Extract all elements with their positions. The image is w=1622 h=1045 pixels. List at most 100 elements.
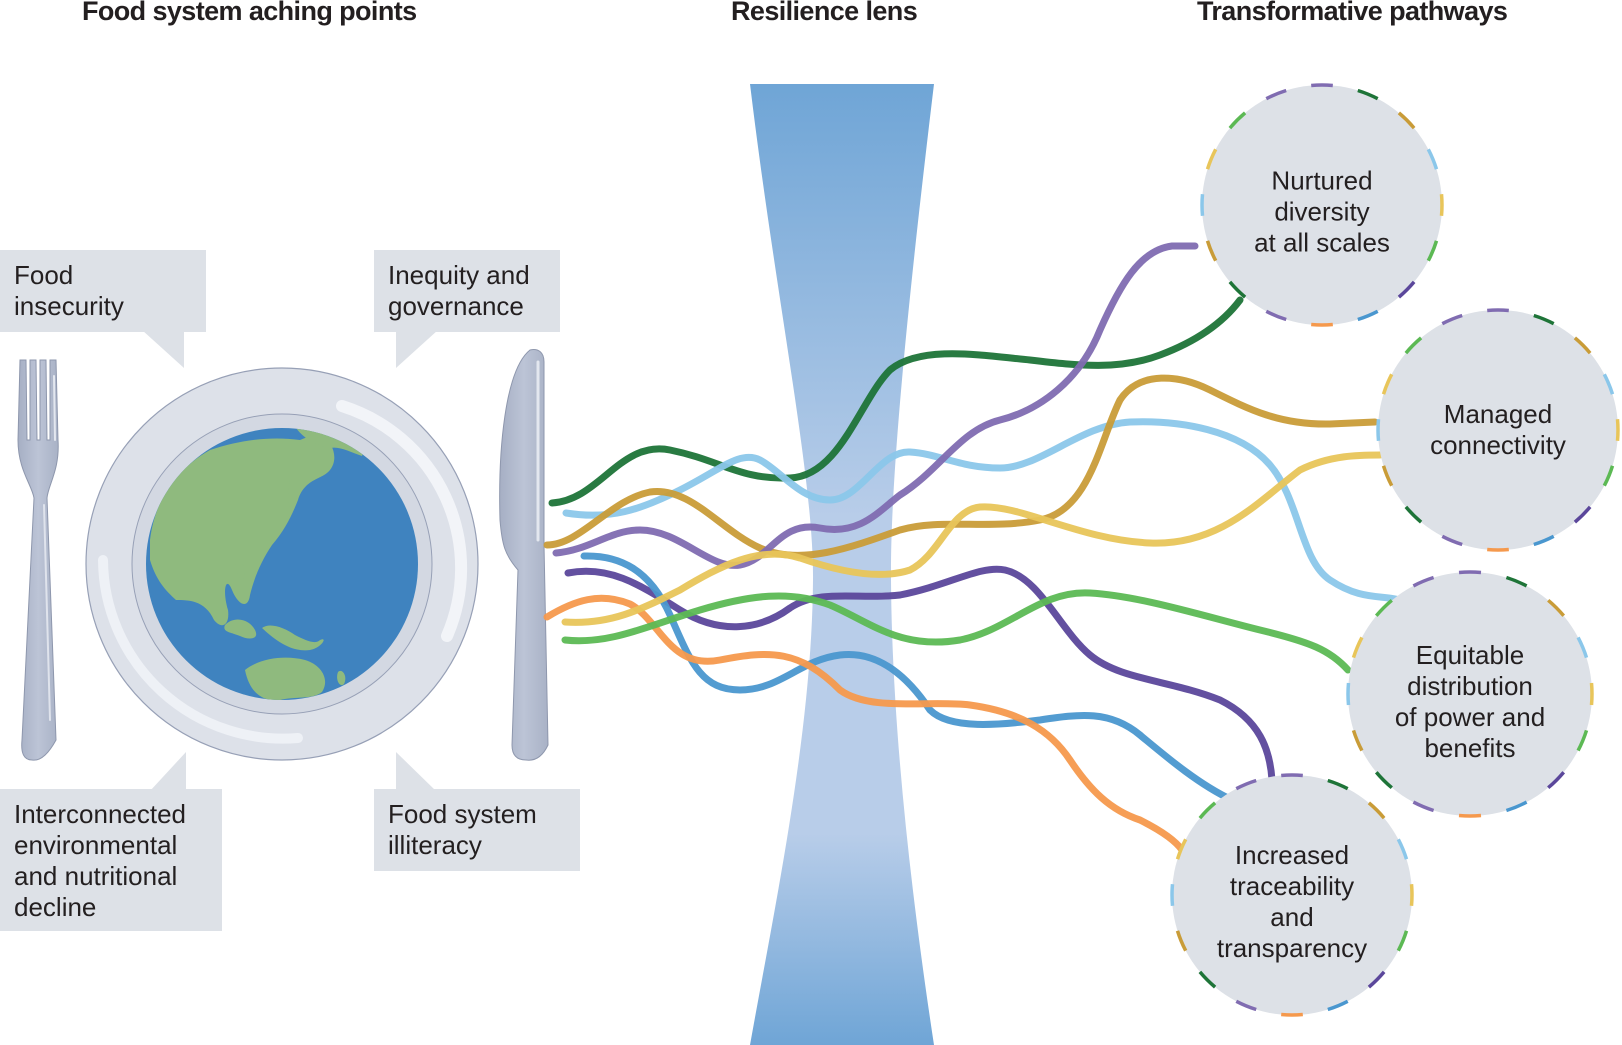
callout-line: Food — [14, 260, 74, 290]
circle-dash — [1265, 88, 1287, 101]
pathway-circle-equitable-distribution — [1346, 570, 1594, 818]
circle-dash — [1381, 373, 1394, 395]
circle-dash — [1265, 309, 1287, 322]
callout-pointer-illiteracy — [396, 752, 436, 791]
strand-lavender — [552, 242, 1199, 569]
circle-dash — [1327, 778, 1349, 791]
circle-dash — [1426, 148, 1439, 170]
pathway-line: connectivity — [1430, 430, 1566, 460]
callout-line: illiteracy — [388, 830, 482, 860]
pathway-circle-increased-traceability — [1170, 773, 1414, 1017]
callout-food-system-illiteracy: Food system illiteracy — [374, 789, 580, 871]
circle-dash — [1396, 930, 1409, 952]
pathway-line: Equitable — [1415, 640, 1525, 670]
strand-light-blue — [562, 418, 1404, 604]
circle-dash — [1505, 575, 1528, 588]
strand-blue — [580, 552, 1236, 804]
circle-dash — [1602, 373, 1615, 395]
circle-dash — [1198, 801, 1217, 820]
circle-dash — [1441, 313, 1463, 326]
circle-dash — [1441, 534, 1463, 547]
pathway-line: Nurtured — [1271, 165, 1373, 196]
pathway-circle-fill — [1348, 572, 1592, 816]
circle-dash — [1426, 240, 1439, 262]
circle-dash — [1351, 729, 1364, 752]
callout-line: insecurity — [14, 291, 124, 321]
circle-dash — [1397, 111, 1416, 130]
circle-dash — [1602, 465, 1615, 487]
pathway-line: and — [1270, 902, 1314, 932]
knife-icon — [499, 349, 549, 761]
circle-dash — [1205, 148, 1218, 170]
callout-line: Food system — [388, 799, 537, 829]
circle-dash — [1573, 505, 1592, 524]
circle-dash — [1404, 336, 1423, 355]
circle-dash — [1357, 88, 1379, 101]
strand-green — [561, 589, 1352, 674]
globe-icon — [146, 428, 418, 700]
pathway-line: transparency — [1216, 933, 1368, 963]
heading-transformative-pathways: Transformative pathways — [1197, 0, 1508, 26]
pathway-line: traceability — [1229, 871, 1355, 901]
circle-dash — [1235, 999, 1257, 1012]
pathway-line: at all scales — [1254, 227, 1390, 258]
circle-dash — [1198, 970, 1217, 989]
strand-yellow — [561, 451, 1384, 626]
pathway-circle-fill — [1172, 775, 1412, 1015]
circle-dash — [1374, 598, 1393, 617]
circle-dash — [1357, 309, 1379, 322]
circle-dash — [1228, 111, 1247, 130]
callout-food-insecurity: Food insecurity — [0, 250, 206, 332]
circle-dash — [1547, 771, 1566, 790]
pathway-line: distribution — [1407, 671, 1533, 701]
strand-orange — [543, 594, 1186, 854]
pathway-line: Managed — [1443, 399, 1553, 429]
circle-dash — [1381, 465, 1394, 487]
circle-dash — [1367, 970, 1386, 989]
callout-pointer-env-decline — [150, 752, 186, 791]
circle-dash — [1533, 313, 1555, 326]
resilience-lens — [750, 84, 934, 1045]
pathway-line: benefits — [1424, 733, 1516, 763]
circle-dash — [1175, 838, 1188, 860]
pathway-label-increased-traceability: Increased traceability and transparency — [1217, 840, 1367, 964]
pathway-circle-nurtured-diversity — [1200, 83, 1444, 327]
pathway-circle-fill — [1378, 310, 1618, 550]
heading-aching-points: Food system aching points — [82, 0, 417, 26]
pathway-label-equitable-distribution: Equitable distribution of power and bene… — [1395, 640, 1545, 764]
callout-line: decline — [14, 892, 97, 922]
circle-dash — [1205, 240, 1218, 262]
circle-dash — [1533, 534, 1555, 547]
circle-dash — [1505, 800, 1528, 813]
circle-dash — [1547, 598, 1566, 617]
callout-inequity-governance: Inequity and governance — [374, 250, 560, 332]
callout-line: Interconnected — [14, 799, 187, 829]
callout-pointer-food-insecurity — [142, 330, 184, 368]
circle-dash — [1576, 729, 1589, 752]
strands — [543, 242, 1404, 854]
strand-dark-green — [548, 296, 1244, 507]
pathway-label-managed-connectivity: Managed connectivity — [1430, 399, 1566, 461]
circle-dash — [1235, 778, 1257, 791]
circle-dash — [1351, 636, 1364, 659]
strand-dark-purple — [564, 565, 1276, 784]
circle-dash — [1367, 801, 1386, 820]
callout-line: governance — [388, 291, 524, 321]
pathway-circles — [1170, 83, 1620, 1017]
fork-icon — [17, 359, 59, 761]
circle-dash — [1228, 280, 1247, 299]
circle-dash — [1397, 280, 1416, 299]
callout-line: and nutritional — [14, 861, 178, 891]
circle-dash — [1412, 800, 1435, 813]
circle-dash — [1396, 838, 1409, 860]
pathway-circle-managed-connectivity — [1376, 308, 1620, 552]
pathway-line: Increased — [1234, 840, 1350, 870]
pathway-label-nurtured-diversity: Nurtured diversity at all scales — [1254, 166, 1390, 259]
circle-dash — [1404, 505, 1423, 524]
heading-resilience-lens: Resilience lens — [731, 0, 918, 26]
callout-env-nutritional-decline: Interconnected environmental and nutriti… — [0, 789, 222, 931]
circle-dash — [1576, 636, 1589, 659]
pathway-circle-fill — [1202, 85, 1442, 325]
pathway-line: diversity — [1274, 196, 1370, 227]
